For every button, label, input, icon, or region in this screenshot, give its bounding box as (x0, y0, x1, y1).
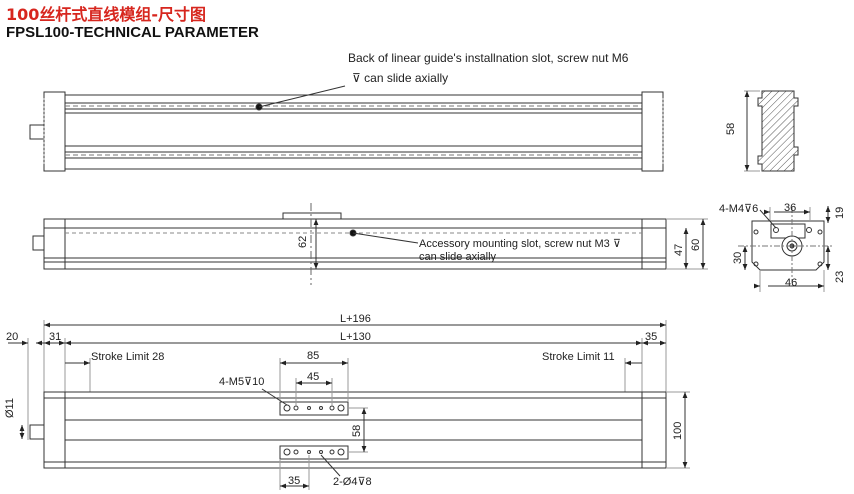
top-view (29, 85, 664, 172)
dim-body-length: L+130 (340, 331, 371, 343)
dim-shaft-diameter: Ø11 (4, 398, 16, 418)
dim-profile-58: 58 (725, 123, 737, 135)
dim-end-46: 46 (785, 277, 797, 289)
dim-side-60: 60 (690, 239, 702, 251)
dim-left-20: 20 (6, 331, 18, 343)
dim-end-holes: 4-M4⊽6 (719, 203, 758, 215)
stroke-limit-left: Stroke Limit 28 (91, 351, 164, 363)
dim-end-19: 19 (834, 207, 846, 219)
profile-section-view (744, 90, 799, 172)
dim-overall-length: L+196 (340, 313, 371, 325)
dim-end-30: 30 (732, 252, 744, 264)
side-view (32, 203, 708, 285)
dim-carriage-58: 58 (351, 425, 363, 437)
stroke-limit-right: Stroke Limit 11 (542, 351, 615, 363)
dim-side-62: 62 (297, 236, 309, 248)
dim-bottom-35: 35 (288, 475, 300, 487)
page-title-chinese: 100丝杆式直线模组-尺寸图 (6, 5, 207, 24)
dim-pin-holes: 2-Ø4⊽8 (333, 476, 372, 488)
dim-side-47: 47 (673, 244, 685, 256)
dim-height-100: 100 (672, 422, 684, 440)
note-slot-m3-line2: can slide axially (419, 251, 497, 263)
dim-carriage-holes: 4-M5⊽10 (219, 376, 264, 388)
dim-end-36: 36 (784, 202, 796, 214)
bottom-view (8, 320, 690, 490)
dim-end-23: 23 (834, 271, 846, 283)
dim-carriage-85: 85 (307, 350, 319, 362)
dim-right-35: 35 (645, 331, 657, 343)
note-slot-m6-line2: ⊽ can slide axially (352, 71, 448, 85)
note-slot-m6-line1: Back of linear guide's installnation slo… (348, 51, 629, 65)
page-title-english: FPSL100-TECHNICAL PARAMETER (6, 24, 259, 41)
end-view (738, 206, 834, 292)
dim-left-31: 31 (49, 331, 61, 343)
dim-carriage-45: 45 (307, 371, 319, 383)
note-slot-m3-line1: Accessory mounting slot, screw nut M3 ⊽ (419, 238, 621, 250)
